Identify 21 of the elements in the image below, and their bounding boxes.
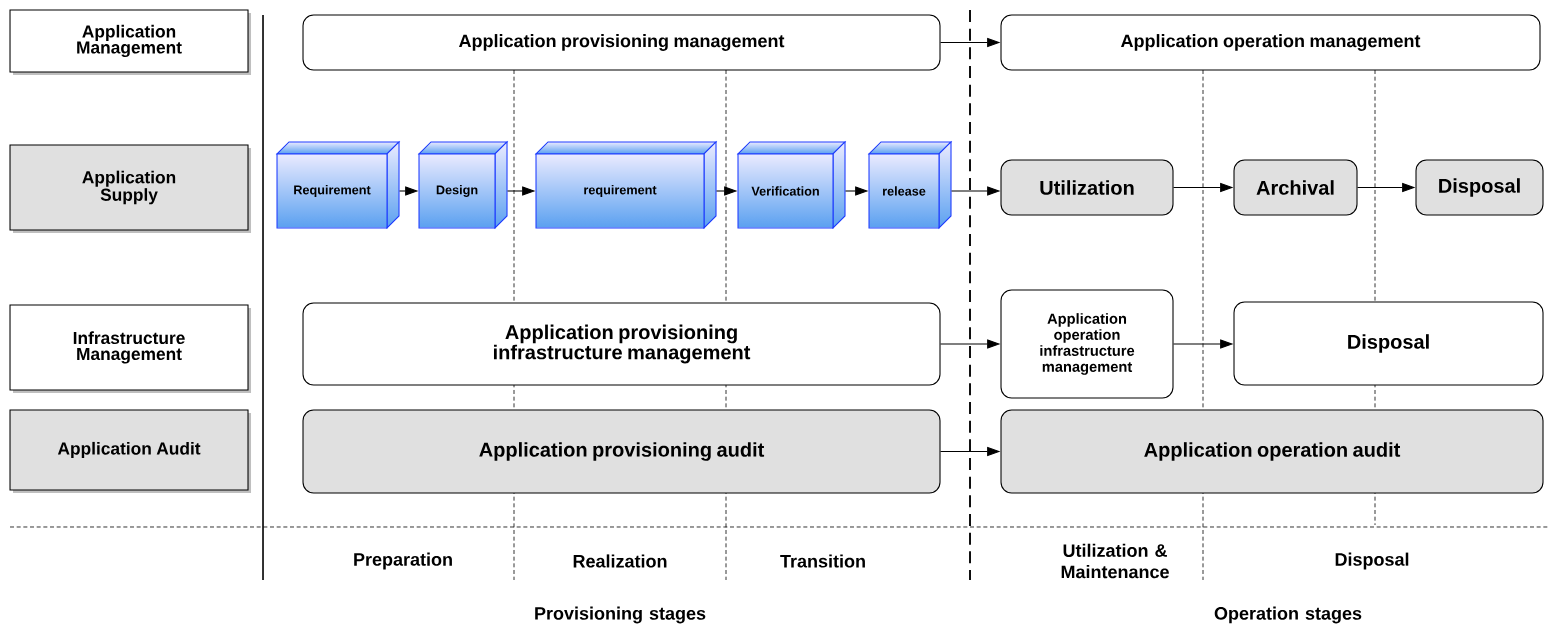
process-box: Disposal	[1415, 159, 1544, 216]
stage-label: Realization	[573, 554, 667, 568]
stage-label: Provisioning stages	[535, 606, 706, 624]
stage-label: Operation stages	[1214, 606, 1362, 624]
stage-label: Utilization & Maintenance	[1061, 543, 1169, 579]
process-box: Utilization	[1000, 159, 1174, 216]
stage-label: Disposal	[1335, 552, 1409, 570]
process-box: Application provisioning infrastructure management	[302, 302, 941, 386]
process-box: Application operation infrastructure management	[1000, 289, 1174, 399]
process-box: Application provisioning audit	[302, 409, 941, 494]
process-box: Disposal	[1233, 301, 1544, 386]
process-box: Application provisioning management	[302, 14, 941, 71]
stage-label: Transition	[780, 554, 865, 568]
process-box: Archival	[1233, 159, 1358, 216]
process-box: Application operation management	[1000, 14, 1541, 71]
row-header: Infrastructure Management	[9, 304, 251, 393]
row-header: Application Audit	[9, 409, 251, 493]
row-header: Application Management	[9, 9, 251, 75]
process-box: Application operation audit	[1000, 409, 1544, 494]
row-header: Application Supply	[9, 144, 251, 233]
stage-label: Preparation	[354, 552, 452, 570]
